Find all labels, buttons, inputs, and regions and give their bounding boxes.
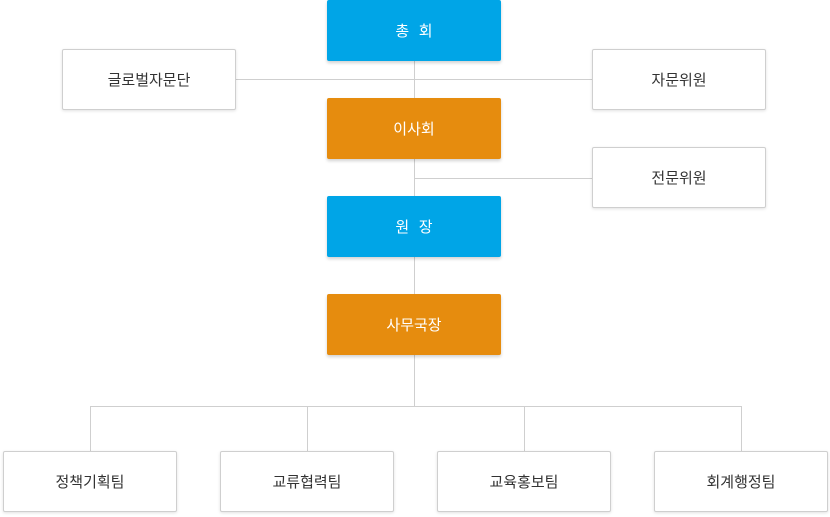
connector-advisory-horizontal (236, 79, 593, 80)
node-advisory-committee: 자문위원 (592, 49, 766, 110)
node-board: 이사회 (327, 98, 501, 159)
node-team-accounting-admin: 회계행정팀 (654, 451, 828, 512)
node-secretary-general: 사무국장 (327, 294, 501, 355)
node-general-assembly: 총 회 (327, 0, 501, 61)
connector-team-4 (741, 406, 742, 452)
node-global-advisory: 글로벌자문단 (62, 49, 236, 110)
connector-team-1 (90, 406, 91, 452)
connector-team-3 (524, 406, 525, 452)
connector-teams-horizontal (90, 406, 742, 407)
node-team-policy-planning: 정책기획팀 (3, 451, 177, 512)
node-team-exchange-cooperation: 교류협력팀 (220, 451, 394, 512)
node-team-education-pr: 교육홍보팀 (437, 451, 611, 512)
connector-team-2 (307, 406, 308, 452)
connector-expert-horizontal (414, 178, 593, 179)
node-director: 원 장 (327, 196, 501, 257)
node-expert-committee: 전문위원 (592, 147, 766, 208)
